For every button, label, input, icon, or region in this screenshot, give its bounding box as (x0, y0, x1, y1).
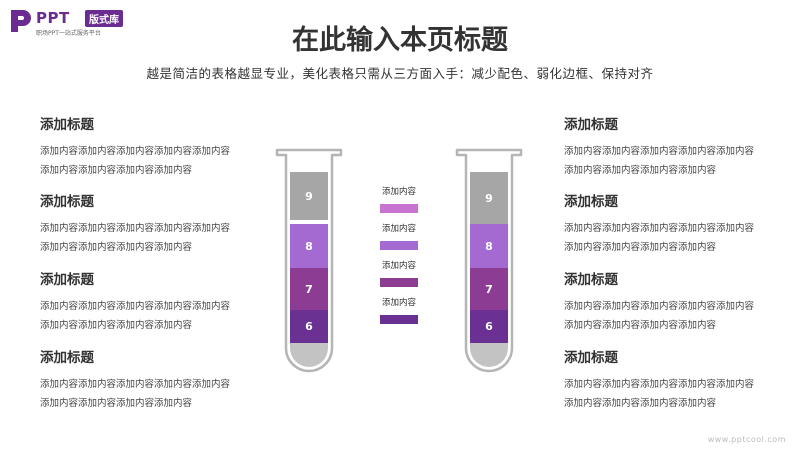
footer-url: www.pptcool.com (707, 435, 786, 444)
segment-label: 9 (485, 191, 493, 205)
logo-brand: PPT (36, 9, 70, 27)
left-block-4: 添加标题 添加内容添加内容添加内容添加内容添加内容添加内容添加内容添加内容添加内… (40, 346, 240, 413)
segment-label: 9 (305, 189, 313, 203)
block-body: 添加内容添加内容添加内容添加内容添加内容添加内容添加内容添加内容添加内容 (40, 146, 231, 176)
page-subtitle: 越是简洁的表格越显专业，美化表格只需从三方面入手：减少配色、弱化边框、保持对齐 (146, 66, 654, 81)
logo-badge: 版式库 (85, 10, 123, 27)
block-title: 添加标题 (40, 272, 94, 288)
legend-label: 添加内容 (381, 187, 416, 197)
block-body: 添加内容添加内容添加内容添加内容添加内容添加内容添加内容添加内容添加内容 (40, 223, 231, 253)
tube-segment-7: 7 (290, 268, 328, 310)
segment-label: 6 (485, 320, 493, 333)
legend-label: 添加内容 (381, 261, 416, 271)
logo-tagline: 职场PPT一站式服务平台 (36, 30, 101, 37)
test-tube-left: 9 8 7 6 (275, 148, 343, 380)
block-title: 添加标题 (40, 350, 94, 366)
test-tube-outline (455, 148, 523, 373)
block-title: 添加标题 (40, 194, 94, 210)
tube-segment-9: 9 (470, 172, 508, 224)
logo: PPT 版式库 职场PPT一站式服务平台 (9, 8, 149, 37)
legend-swatch (380, 315, 418, 324)
legend-item-3: 添加内容 (374, 259, 424, 287)
segment-label: 7 (305, 282, 313, 296)
right-block-1: 添加标题 添加内容添加内容添加内容添加内容添加内容添加内容添加内容添加内容添加内… (564, 113, 764, 180)
segment-label: 7 (485, 282, 493, 296)
right-block-3: 添加标题 添加内容添加内容添加内容添加内容添加内容添加内容添加内容添加内容添加内… (564, 268, 764, 335)
test-tube-bottom (470, 343, 508, 367)
block-title: 添加标题 (564, 350, 618, 366)
tube-segment-8: 8 (470, 224, 508, 268)
test-tube-outline (275, 148, 343, 373)
left-block-1: 添加标题 添加内容添加内容添加内容添加内容添加内容添加内容添加内容添加内容添加内… (40, 113, 240, 180)
block-body: 添加内容添加内容添加内容添加内容添加内容添加内容添加内容添加内容添加内容 (40, 301, 231, 331)
right-block-2: 添加标题 添加内容添加内容添加内容添加内容添加内容添加内容添加内容添加内容添加内… (564, 190, 764, 257)
legend-swatch (380, 204, 418, 213)
tube-segment-6: 6 (290, 310, 328, 343)
left-block-2: 添加标题 添加内容添加内容添加内容添加内容添加内容添加内容添加内容添加内容添加内… (40, 190, 240, 257)
block-title: 添加标题 (564, 117, 618, 133)
left-block-3: 添加标题 添加内容添加内容添加内容添加内容添加内容添加内容添加内容添加内容添加内… (40, 268, 240, 335)
logo-mark-icon (11, 10, 31, 32)
legend-swatch (380, 241, 418, 250)
segment-label: 8 (485, 239, 493, 253)
block-title: 添加标题 (40, 117, 94, 133)
block-title: 添加标题 (564, 194, 618, 210)
legend-label: 添加内容 (381, 298, 416, 308)
tube-segment-7: 7 (470, 268, 508, 310)
right-block-4: 添加标题 添加内容添加内容添加内容添加内容添加内容添加内容添加内容添加内容添加内… (564, 346, 764, 413)
test-tube-bottom (290, 343, 328, 367)
legend-item-4: 添加内容 (374, 296, 424, 324)
tube-segment-9: 9 (290, 172, 328, 220)
block-body: 添加内容添加内容添加内容添加内容添加内容添加内容添加内容添加内容添加内容 (40, 379, 231, 409)
legend-swatch (380, 278, 418, 287)
block-body: 添加内容添加内容添加内容添加内容添加内容添加内容添加内容添加内容添加内容 (564, 223, 755, 253)
page-title: 在此输入本页标题 (292, 25, 508, 56)
tube-segment-8: 8 (290, 224, 328, 268)
block-body: 添加内容添加内容添加内容添加内容添加内容添加内容添加内容添加内容添加内容 (564, 146, 755, 176)
block-body: 添加内容添加内容添加内容添加内容添加内容添加内容添加内容添加内容添加内容 (564, 301, 755, 331)
segment-label: 6 (305, 320, 313, 333)
block-title: 添加标题 (564, 272, 618, 288)
legend-label: 添加内容 (381, 224, 416, 234)
test-tube-right: 9 8 7 6 (455, 148, 523, 380)
legend-item-1: 添加内容 (374, 185, 424, 213)
segment-label: 8 (305, 239, 313, 253)
block-body: 添加内容添加内容添加内容添加内容添加内容添加内容添加内容添加内容添加内容 (564, 379, 755, 409)
legend-item-2: 添加内容 (374, 222, 424, 250)
tube-segment-6: 6 (470, 310, 508, 343)
